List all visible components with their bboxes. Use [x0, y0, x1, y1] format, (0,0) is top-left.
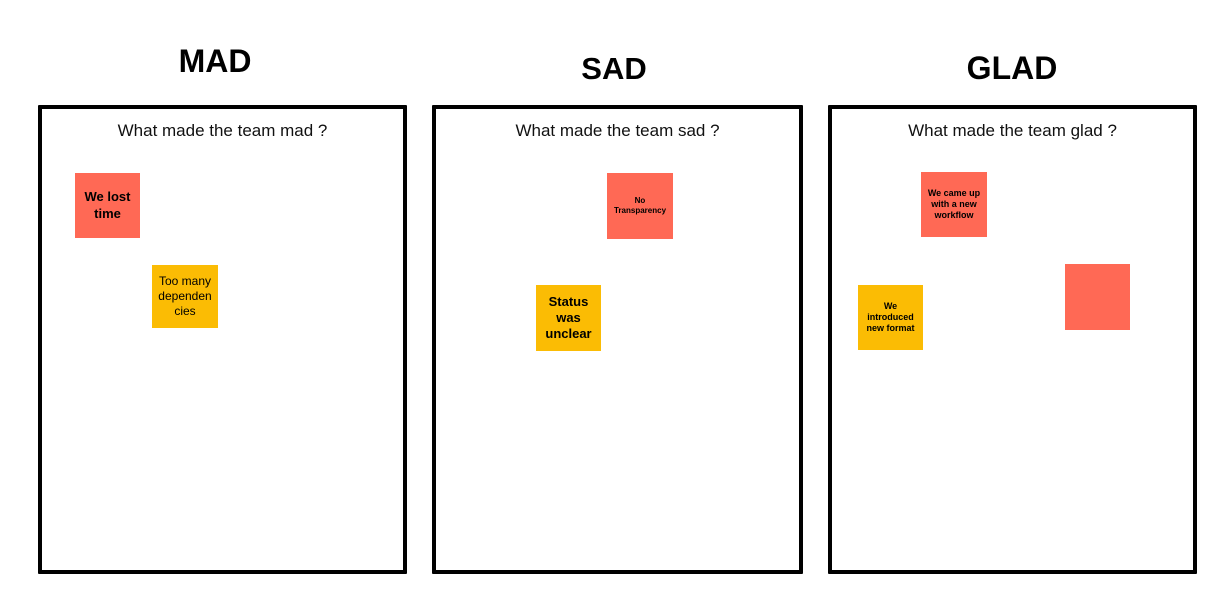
sticky-note-line: unclear	[545, 326, 592, 342]
question-glad[interactable]: What made the team glad ?	[908, 121, 1117, 140]
column-title-glad[interactable]: GLAD	[966, 50, 1058, 86]
question-sad[interactable]: What made the team sad ?	[515, 121, 720, 140]
sticky-note-line: We came up	[927, 187, 981, 198]
sticky-note-line: cies	[174, 304, 196, 318]
sticky-note-line: was	[556, 309, 581, 325]
sticky-note-line: Status	[548, 293, 589, 309]
sticky-note-line: We lost	[84, 189, 131, 205]
sticky-note-line: introduced	[867, 311, 914, 322]
sticky-note-line: time	[94, 205, 121, 221]
column-title-mad[interactable]: MAD	[178, 43, 252, 79]
sticky-note-line: We	[883, 300, 898, 311]
sticky-note-line: workflow	[934, 210, 974, 221]
sticky-note-line: Transparency	[613, 206, 667, 215]
sticky-note-empty[interactable]	[1065, 264, 1130, 330]
question-mad[interactable]: What made the team mad ?	[117, 121, 328, 140]
column-title-sad[interactable]: SAD	[581, 51, 647, 86]
sticky-note-line: dependen	[158, 289, 212, 303]
sticky-note-line: new format	[866, 323, 915, 334]
sticky-note-line: Too many	[158, 274, 212, 288]
sticky-note-line: with a new	[931, 198, 977, 209]
sticky-note-line: No	[634, 196, 646, 205]
